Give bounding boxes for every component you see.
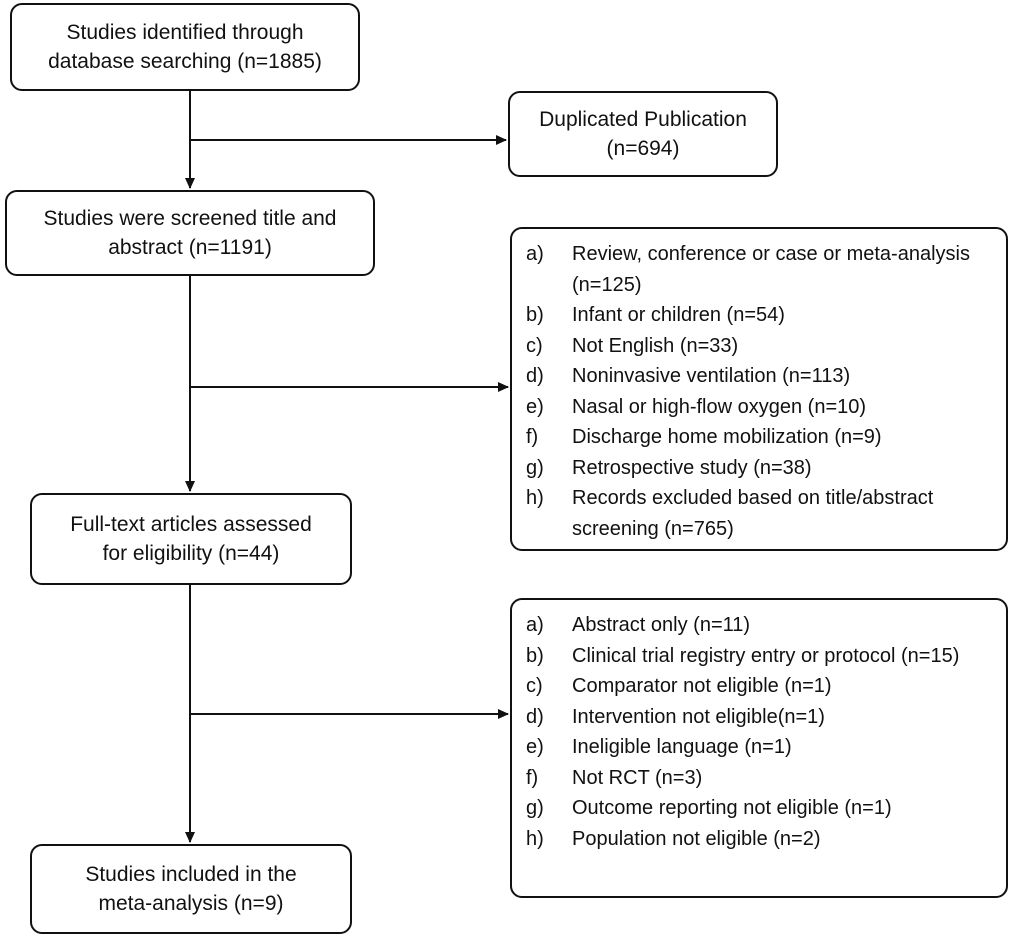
list-item: a)Review, conference or case or meta-ana… <box>526 243 970 296</box>
duplicates-line1: Duplicated Publication <box>539 108 747 131</box>
duplicates-line2: (n=694) <box>606 137 680 160</box>
list-item: c)Not English (n=33) <box>526 334 739 357</box>
list-item: f)Not RCT (n=3) <box>526 766 703 789</box>
list-item: f)Discharge home mobilization (n=9) <box>526 426 882 448</box>
screened-line1: Studies were screened title and <box>43 207 337 230</box>
screened-line2: abstract (n=1191) <box>108 236 272 259</box>
list-item: e)Nasal or high-flow oxygen (n=10) <box>526 395 867 418</box>
identified-box: Studies identified through database sear… <box>10 3 360 91</box>
list-item: h)Records excluded based on title/abstra… <box>526 487 934 540</box>
list-item: b)Clinical trial registry entry or proto… <box>526 644 960 667</box>
included-line1: Studies included in the <box>85 863 297 886</box>
fulltext-line1: Full-text articles assessed <box>70 513 312 536</box>
list-item: h)Population not eligible (n=2) <box>526 827 821 850</box>
list-item: a)Abstract only (n=11) <box>526 614 751 636</box>
duplicates-box: Duplicated Publication (n=694) <box>508 91 778 177</box>
fulltext-exclusions-box: a)Abstract only (n=11) b)Clinical trial … <box>510 598 1008 898</box>
screened-box: Studies were screened title and abstract… <box>5 190 375 276</box>
included-box: Studies included in the meta-analysis (n… <box>30 844 352 934</box>
identified-line1: Studies identified through <box>66 21 304 44</box>
list-item: g)Retrospective study (n=38) <box>526 456 812 479</box>
identified-line2: database searching (n=1885) <box>48 50 322 73</box>
list-item: c)Comparator not eligible (n=1) <box>526 675 832 697</box>
list-item: b)Infant or children (n=54) <box>526 304 785 326</box>
fulltext-box: Full-text articles assessed for eligibil… <box>30 493 352 585</box>
included-line2: meta-analysis (n=9) <box>98 892 284 915</box>
list-item: d)Intervention not eligible(n=1) <box>526 705 825 728</box>
fulltext-line2: for eligibility (n=44) <box>102 542 280 565</box>
screening-exclusions-box: a)Review, conference or case or meta-ana… <box>510 227 1008 551</box>
list-item: d)Noninvasive ventilation (n=113) <box>526 365 851 387</box>
list-item: e)Ineligible language (n=1) <box>526 736 792 758</box>
list-item: g)Outcome reporting not eligible (n=1) <box>526 797 892 819</box>
